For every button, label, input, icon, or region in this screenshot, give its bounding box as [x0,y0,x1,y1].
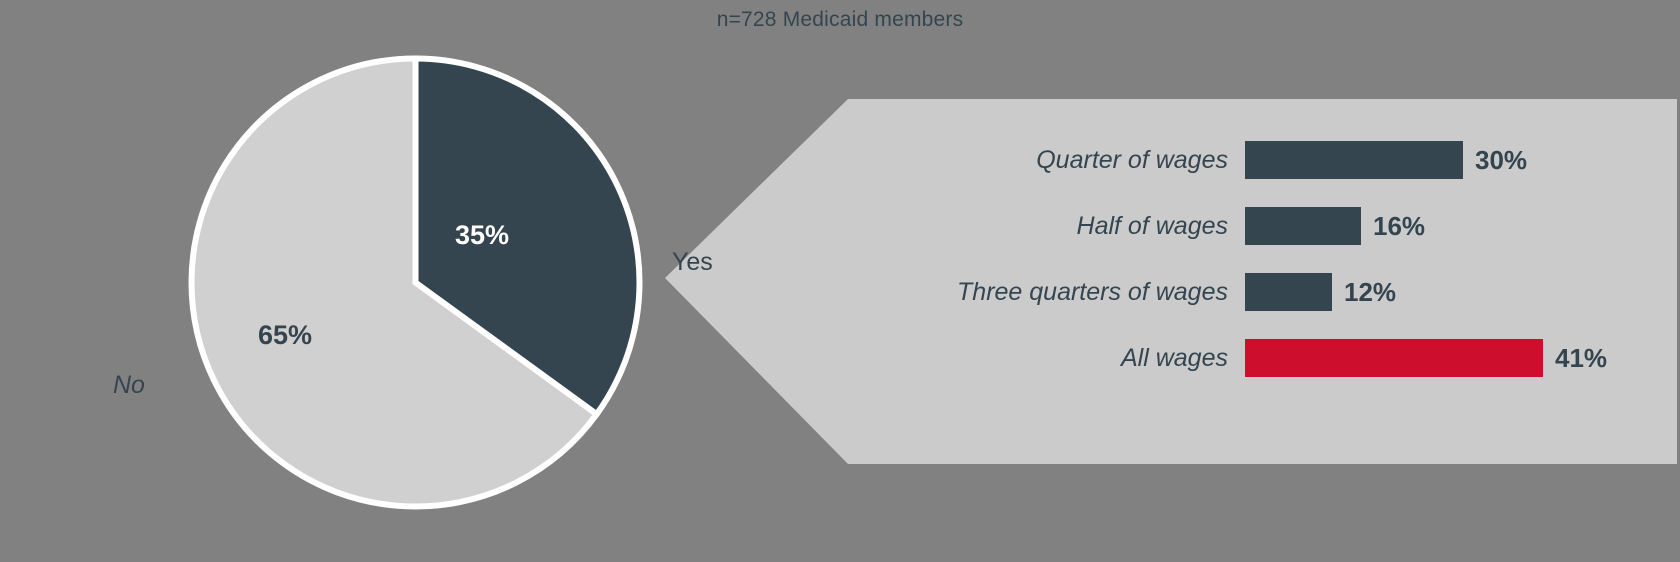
pie-value-no: 65% [258,320,313,350]
bar-row: Half of wages 16% [0,206,1680,246]
bar-rect [1245,141,1463,179]
pie-slice-yes [412,55,643,419]
bar-value-label: 12% [1344,277,1397,307]
bar-rect [1245,273,1332,311]
bar-value-label: 30% [1475,145,1528,175]
chart-title: n=728 Medicaid members [716,8,964,31]
bar-value-label: 41% [1555,343,1608,373]
bar-category-label: Quarter of wages [1036,146,1228,174]
bar-category-label: All wages [1121,344,1228,372]
pie-label-no: No [113,371,145,399]
bar-row: Quarter of wages 30% [0,140,1680,180]
pie-value-yes: 35% [455,220,510,250]
bar-row: Three quarters of wages 12% [0,272,1680,312]
pie-chart [188,55,643,510]
bar-value-label: 16% [1373,211,1426,241]
bar-rect [1245,207,1361,245]
bar-category-label: Half of wages [1076,212,1228,240]
pie-slice-no [188,55,601,510]
pie-chart-svg [188,55,643,510]
callout-label-yes: Yes [672,248,713,276]
bar-rect [1245,339,1543,377]
bar-row: All wages 41% [0,338,1680,378]
bar-category-label: Three quarters of wages [957,278,1228,306]
